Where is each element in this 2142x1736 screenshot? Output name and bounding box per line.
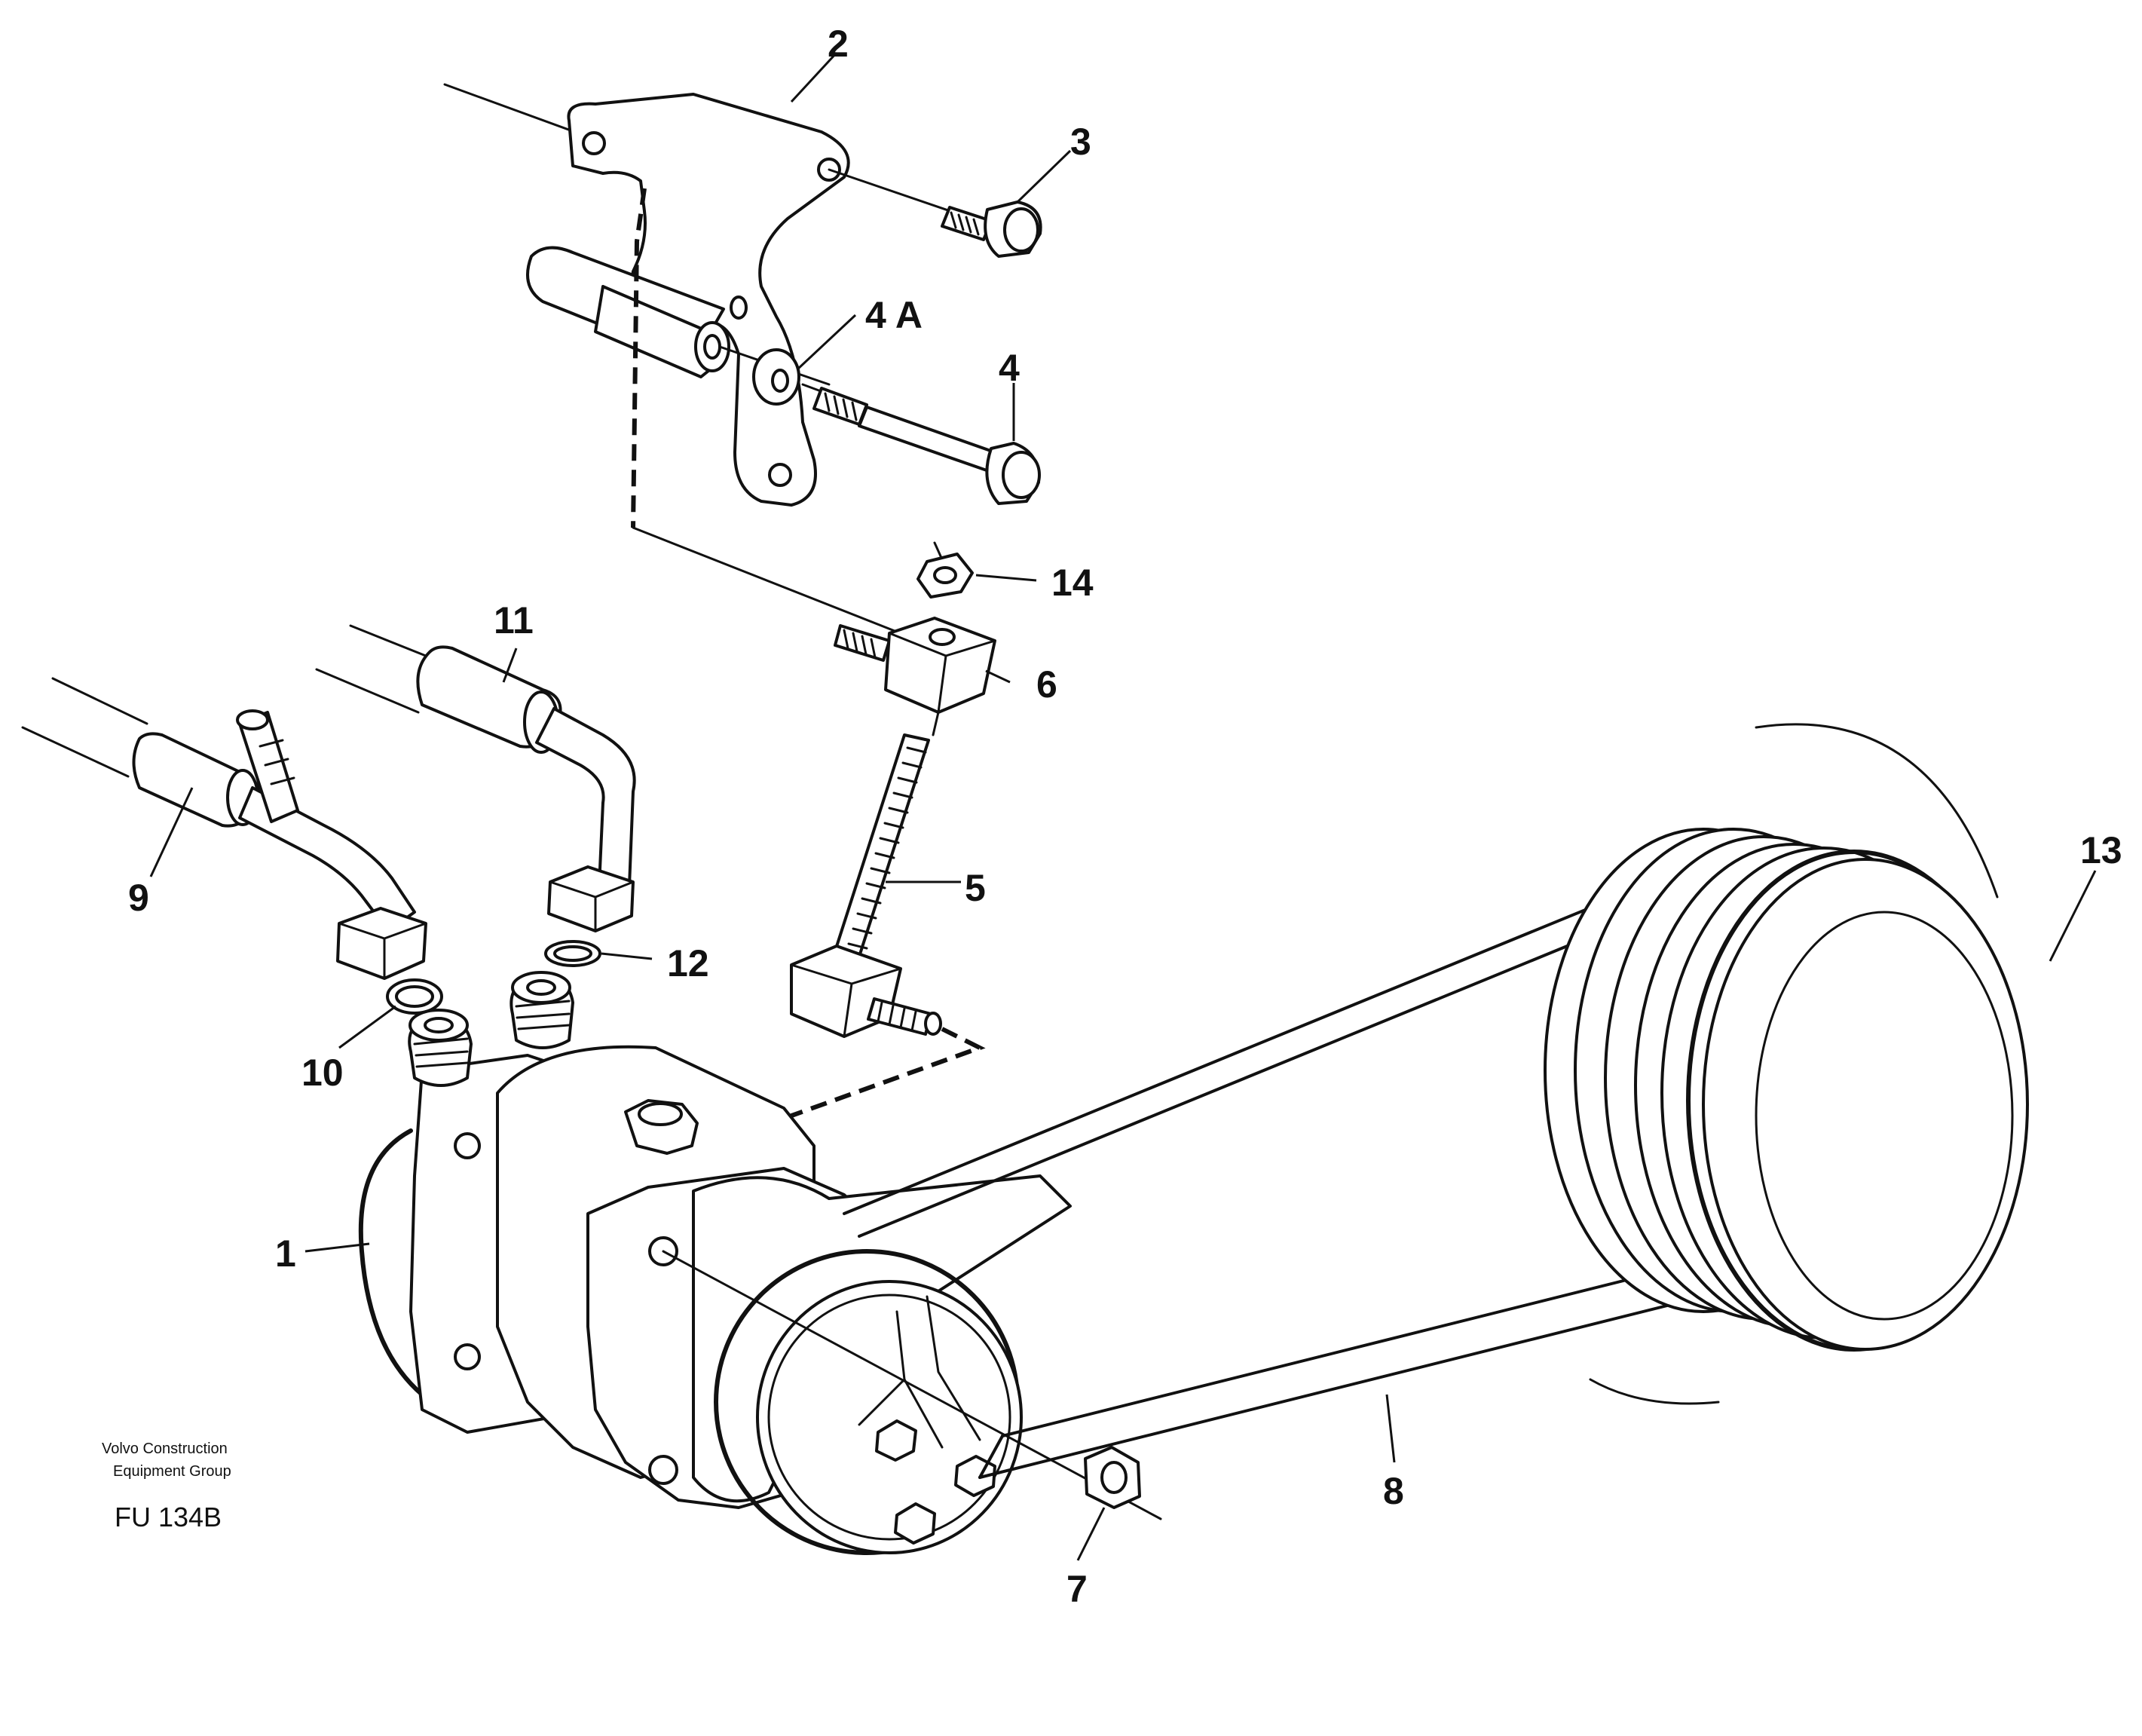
callout-10: 10 — [301, 1052, 344, 1094]
callout-4: 4 — [999, 347, 1020, 389]
callout-3: 3 — [1070, 121, 1091, 163]
mounting-bracket — [443, 83, 921, 642]
compressor-1 — [358, 971, 1162, 1555]
callout-13: 13 — [2080, 829, 2122, 871]
callout-7: 7 — [1066, 1568, 1088, 1610]
threaded-rod-5 — [832, 733, 930, 963]
callout-12: 12 — [667, 942, 709, 984]
o-ring-10 — [386, 978, 443, 1015]
bolt-3 — [828, 168, 1042, 258]
tensioner-block-6 — [834, 617, 996, 736]
leader-lines — [149, 51, 2097, 1561]
callout-5: 5 — [965, 867, 986, 909]
o-ring-12 — [544, 940, 601, 967]
nut-7 — [1084, 1446, 1141, 1509]
hose-9 — [21, 677, 427, 980]
washer-4a — [718, 345, 831, 406]
callout-9: 9 — [128, 877, 149, 919]
credit-line-2: Equipment Group — [113, 1463, 231, 1480]
credit-block: Volvo Construction Equipment Group FU 13… — [102, 1441, 231, 1532]
bolt-4 — [801, 383, 1041, 505]
hose-11 — [315, 624, 636, 932]
callout-numbers: 1 2 3 4 A 4 14 11 6 9 5 12 10 13 8 7 — [128, 23, 2122, 1610]
callout-8: 8 — [1383, 1470, 1404, 1512]
callout-11: 11 — [494, 599, 534, 641]
crank-pulley-13 — [1544, 723, 2029, 1405]
callout-2: 2 — [828, 23, 849, 65]
nut-14 — [916, 541, 974, 599]
callout-1: 1 — [275, 1232, 296, 1275]
callout-14: 14 — [1051, 562, 1094, 604]
callout-6: 6 — [1036, 663, 1057, 706]
credit-line-1: Volvo Construction — [102, 1441, 228, 1457]
callout-4a: 4 A — [865, 294, 923, 336]
figure-code: FU 134B — [115, 1502, 222, 1532]
